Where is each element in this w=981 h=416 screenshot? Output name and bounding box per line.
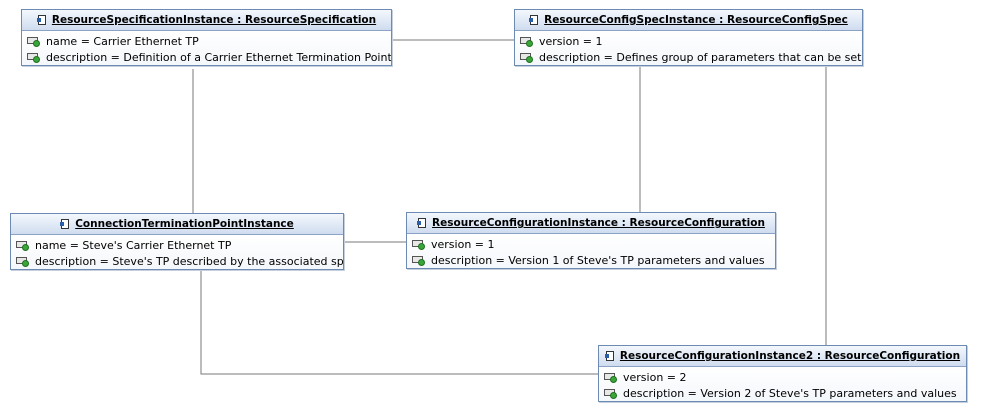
- attribute-compartment: name = Carrier Ethernet TP description = …: [22, 31, 391, 65]
- attribute-text: description = Definition of a Carrier Et…: [46, 50, 391, 64]
- instance-specification-icon: [60, 218, 71, 230]
- slot-icon: [412, 255, 426, 266]
- attribute-row[interactable]: description = Definition of a Carrier Et…: [22, 49, 391, 65]
- attribute-text: name = Steve's Carrier Ethernet TP: [35, 238, 232, 252]
- instance-specification-icon: [529, 14, 540, 26]
- attribute-row[interactable]: description = Steve's TP described by th…: [11, 253, 343, 269]
- class-node-ctpi[interactable]: ConnectionTerminationPointInstance name =…: [10, 213, 344, 270]
- attribute-compartment: version = 2 description = Version 2 of St…: [599, 367, 966, 401]
- attribute-row[interactable]: version = 1: [515, 33, 862, 49]
- attribute-text: version = 1: [431, 237, 495, 251]
- slot-icon: [412, 239, 426, 250]
- attribute-text: description = Version 1 of Steve's TP pa…: [431, 253, 765, 267]
- slot-icon: [520, 36, 534, 47]
- attribute-row[interactable]: description = Version 2 of Steve's TP pa…: [599, 385, 966, 401]
- attribute-row[interactable]: description = Version 1 of Steve's TP pa…: [407, 252, 775, 268]
- class-node-header[interactable]: ConnectionTerminationPointInstance: [11, 214, 343, 235]
- class-node-header[interactable]: ResourceSpecificationInstance : Resource…: [22, 10, 391, 31]
- class-node-rcsi[interactable]: ResourceConfigSpecInstance : ResourceCon…: [514, 9, 863, 66]
- class-node-title: ResourceConfigSpecInstance : ResourceCon…: [544, 14, 848, 26]
- attribute-text: description = Defines group of parameter…: [539, 50, 862, 64]
- class-node-rsi[interactable]: ResourceSpecificationInstance : Resource…: [21, 9, 392, 66]
- attribute-row[interactable]: description = Defines group of parameter…: [515, 49, 862, 65]
- attribute-row[interactable]: version = 2: [599, 369, 966, 385]
- attribute-text: description = Version 2 of Steve's TP pa…: [623, 386, 957, 400]
- class-node-rci[interactable]: ResourceConfigurationInstance : Resource…: [406, 212, 776, 269]
- attribute-compartment: name = Steve's Carrier Ethernet TP descri…: [11, 235, 343, 269]
- slot-icon: [27, 52, 41, 63]
- attribute-text: version = 2: [623, 370, 687, 384]
- class-node-title: ConnectionTerminationPointInstance: [75, 218, 294, 230]
- slot-icon: [16, 256, 30, 267]
- class-node-header[interactable]: ResourceConfigSpecInstance : ResourceCon…: [515, 10, 862, 31]
- class-node-title: ResourceConfigurationInstance2 : Resourc…: [619, 350, 961, 362]
- attribute-text: version = 1: [539, 34, 603, 48]
- instance-specification-icon: [36, 14, 48, 26]
- slot-icon: [27, 36, 41, 47]
- attribute-row[interactable]: name = Carrier Ethernet TP: [22, 33, 391, 49]
- link-ctpi-rci2[interactable]: [200, 270, 598, 375]
- attribute-row[interactable]: version = 1: [407, 236, 775, 252]
- instance-specification-icon: [604, 350, 616, 362]
- class-node-header[interactable]: ResourceConfigurationInstance2 : Resourc…: [599, 346, 966, 367]
- attribute-row[interactable]: name = Steve's Carrier Ethernet TP: [11, 237, 343, 253]
- attribute-text: description = Steve's TP described by th…: [35, 254, 343, 268]
- slot-icon: [16, 240, 30, 251]
- slot-icon: [520, 52, 534, 63]
- slot-icon: [604, 372, 618, 383]
- attribute-compartment: version = 1 description = Defines group o…: [515, 31, 862, 65]
- attribute-text: name = Carrier Ethernet TP: [46, 34, 199, 48]
- class-node-title: ResourceConfigurationInstance : Resource…: [432, 217, 765, 229]
- instance-specification-icon: [417, 217, 428, 229]
- class-node-header[interactable]: ResourceConfigurationInstance : Resource…: [407, 213, 775, 234]
- attribute-compartment: version = 1 description = Version 1 of St…: [407, 234, 775, 268]
- class-node-title: ResourceSpecificationInstance : Resource…: [51, 14, 377, 26]
- class-node-rci2[interactable]: ResourceConfigurationInstance2 : Resourc…: [598, 345, 967, 402]
- slot-icon: [604, 388, 618, 399]
